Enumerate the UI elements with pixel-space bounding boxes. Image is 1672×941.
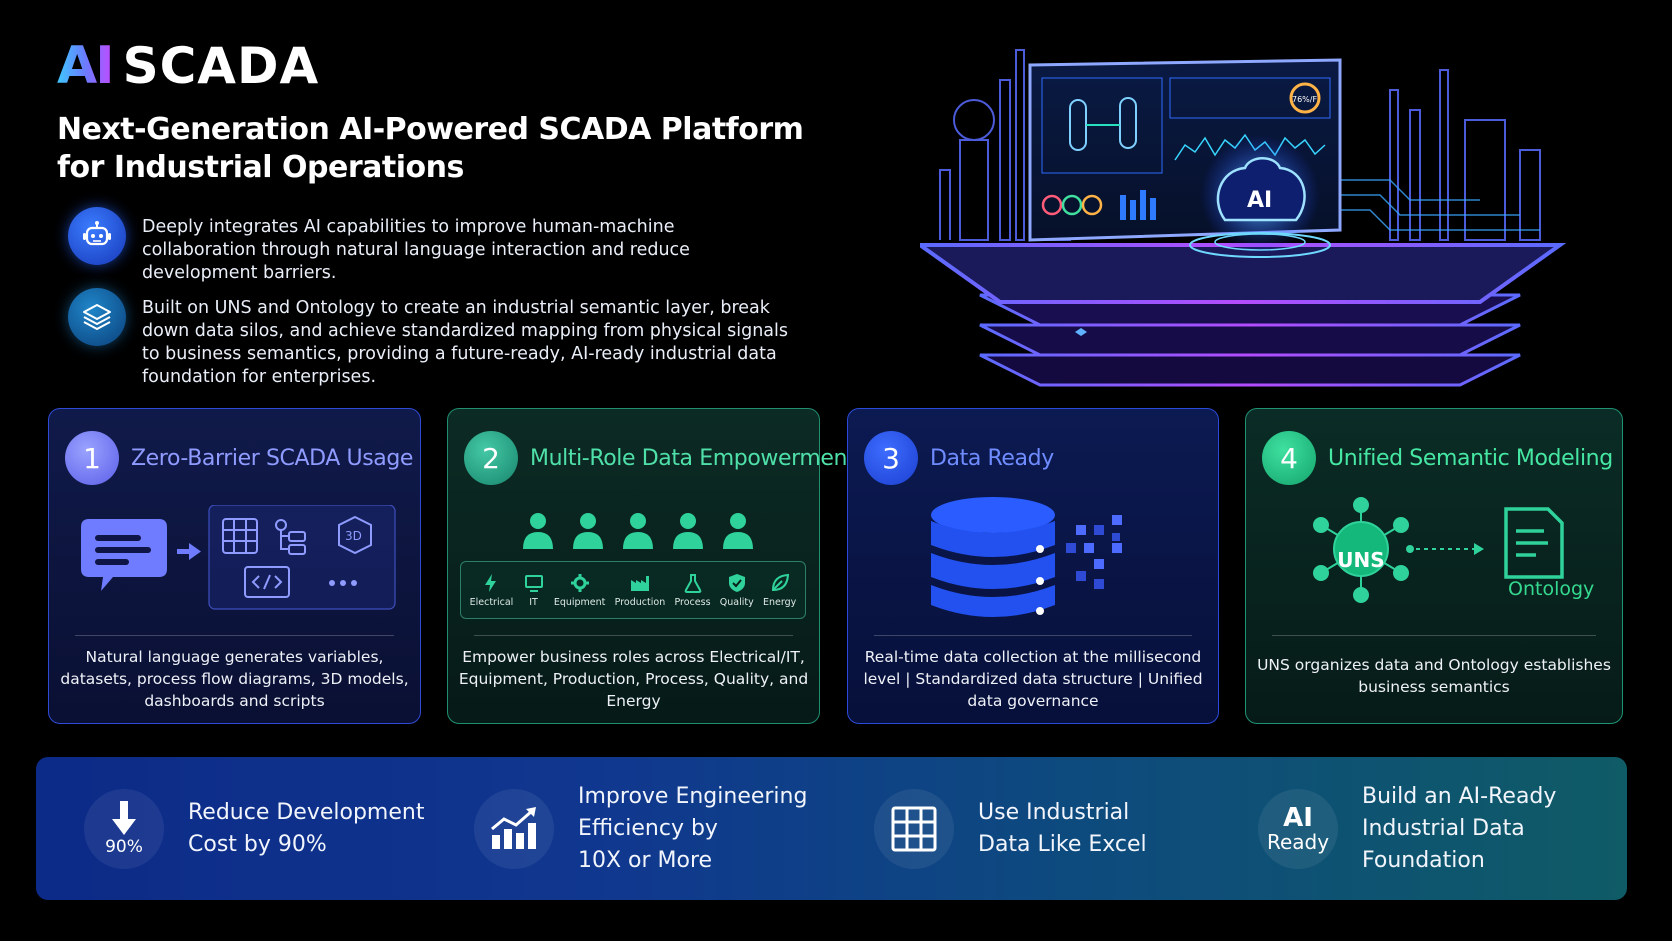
feature-card-multi-role: 2 Multi-Role Data Empowerment Electrical…	[447, 408, 856, 724]
hero-illustration: 76%/F AI	[913, 20, 1580, 400]
intro-item-ai: Deeply integrates AI capabilities to imp…	[68, 207, 788, 285]
code-icon	[244, 566, 290, 598]
card-header: 3 Data Ready	[864, 431, 1054, 485]
intro-text-ai: Deeply integrates AI capabilities to imp…	[142, 217, 690, 283]
person-icon	[623, 513, 653, 549]
arrow-right-icon	[177, 543, 201, 560]
page-title: Next-Generation AI-Powered SCADA Platfor…	[57, 111, 817, 187]
role-strip: Electrical IT Equipment Production Proce…	[460, 561, 806, 619]
document-icon	[1504, 507, 1564, 579]
factory-icon	[630, 576, 649, 591]
person-icon	[673, 513, 703, 549]
role-production: Production	[615, 572, 665, 608]
divider	[75, 635, 394, 636]
role-process: Process	[674, 572, 711, 608]
person-icon	[523, 513, 553, 549]
divider	[874, 635, 1192, 636]
person-icon	[573, 513, 603, 549]
flask-icon	[684, 574, 701, 593]
dashed-arrow-icon	[1406, 543, 1484, 555]
card-number: 1	[65, 431, 119, 485]
circuit-lines	[1340, 179, 1540, 231]
uns-node-label: UNS	[1337, 548, 1385, 572]
people-group	[522, 511, 754, 549]
card-number: 3	[864, 431, 918, 485]
logo-word: SCADA	[122, 37, 320, 95]
card-title: Zero-Barrier SCADA Usage	[131, 445, 414, 471]
card-title: Unified Semantic Modeling	[1328, 445, 1613, 471]
role-energy: Energy	[763, 572, 796, 608]
divider	[1272, 635, 1596, 636]
table-icon	[222, 518, 258, 554]
card-description: Empower business roles across Electrical…	[458, 648, 809, 710]
more-icon	[329, 580, 357, 586]
intro-item-uns: Built on UNS and Ontology to create an i…	[68, 288, 788, 389]
cube-3d-icon	[338, 515, 372, 555]
monitor-icon	[524, 575, 543, 592]
cost-badge: 90%	[105, 836, 143, 857]
card-title: Data Ready	[930, 445, 1054, 471]
role-quality: Quality	[720, 572, 754, 608]
card-header: 1 Zero-Barrier SCADA Usage	[65, 431, 413, 485]
lightning-icon	[485, 574, 497, 592]
cube-3d-label: 3D	[345, 529, 362, 543]
role-electrical: Electrical	[470, 572, 513, 608]
feature-card-data-ready: 3 Data Ready Real-time data collection a…	[847, 408, 1219, 724]
page-title-line1: Next-Generation AI-Powered SCADA Platfor…	[57, 112, 804, 147]
card-header: 2 Multi-Role Data Empowerment	[464, 431, 856, 485]
uns-ontology-illustration	[1286, 495, 1596, 625]
robot-icon	[68, 207, 126, 265]
panel-readout: 76%/F	[1292, 95, 1317, 104]
database-icon	[931, 497, 1055, 617]
person-icon	[723, 513, 753, 549]
flow-diagram-icon	[275, 519, 306, 555]
card-header: 4 Unified Semantic Modeling	[1262, 431, 1613, 485]
intro-text-uns: Built on UNS and Ontology to create an i…	[142, 298, 788, 387]
growth-chart-icon	[474, 788, 554, 869]
ai-brain-icon: AI	[1189, 135, 1331, 258]
spreadsheet-icon	[874, 788, 954, 869]
leaf-icon	[771, 573, 789, 592]
card-description: UNS organizes data and Ontology establis…	[1257, 656, 1611, 696]
feature-card-semantic-modeling: 4 Unified Semantic Modeling UNS Ontology	[1245, 408, 1623, 724]
layers-icon	[68, 288, 126, 346]
gear-icon	[570, 574, 589, 592]
chat-bubble-icon	[81, 519, 167, 591]
page-title-line2: for Industrial Operations	[57, 150, 464, 185]
data-pixels-icon	[1066, 515, 1122, 589]
layer-stack	[913, 243, 1567, 387]
arrow-down-icon: 90%	[84, 788, 164, 869]
role-equipment: Equipment	[554, 572, 605, 608]
factory-skyline	[939, 49, 1541, 241]
card-number: 2	[464, 431, 518, 485]
role-it: IT	[523, 572, 545, 608]
ai-chip-label: AI	[1247, 188, 1272, 213]
logo-mark: AI	[57, 36, 115, 96]
card-number: 4	[1262, 431, 1316, 485]
divider	[474, 635, 793, 636]
shield-check-icon	[728, 574, 745, 592]
ai-ready-icon: AI Ready	[1258, 788, 1338, 869]
nl-to-assets-illustration: 3D	[79, 504, 399, 625]
ontology-label: Ontology	[1508, 578, 1595, 600]
uns-network-icon	[1313, 497, 1409, 603]
brand-logo: AI SCADA	[57, 40, 319, 92]
feature-card-zero-barrier: 1 Zero-Barrier SCADA Usage	[48, 408, 421, 724]
card-description: Natural language generates variables, da…	[60, 648, 409, 710]
card-description: Real-time data collection at the millise…	[863, 648, 1203, 710]
card-title: Multi-Role Data Empowerment	[530, 445, 856, 471]
database-illustration	[928, 495, 1148, 625]
